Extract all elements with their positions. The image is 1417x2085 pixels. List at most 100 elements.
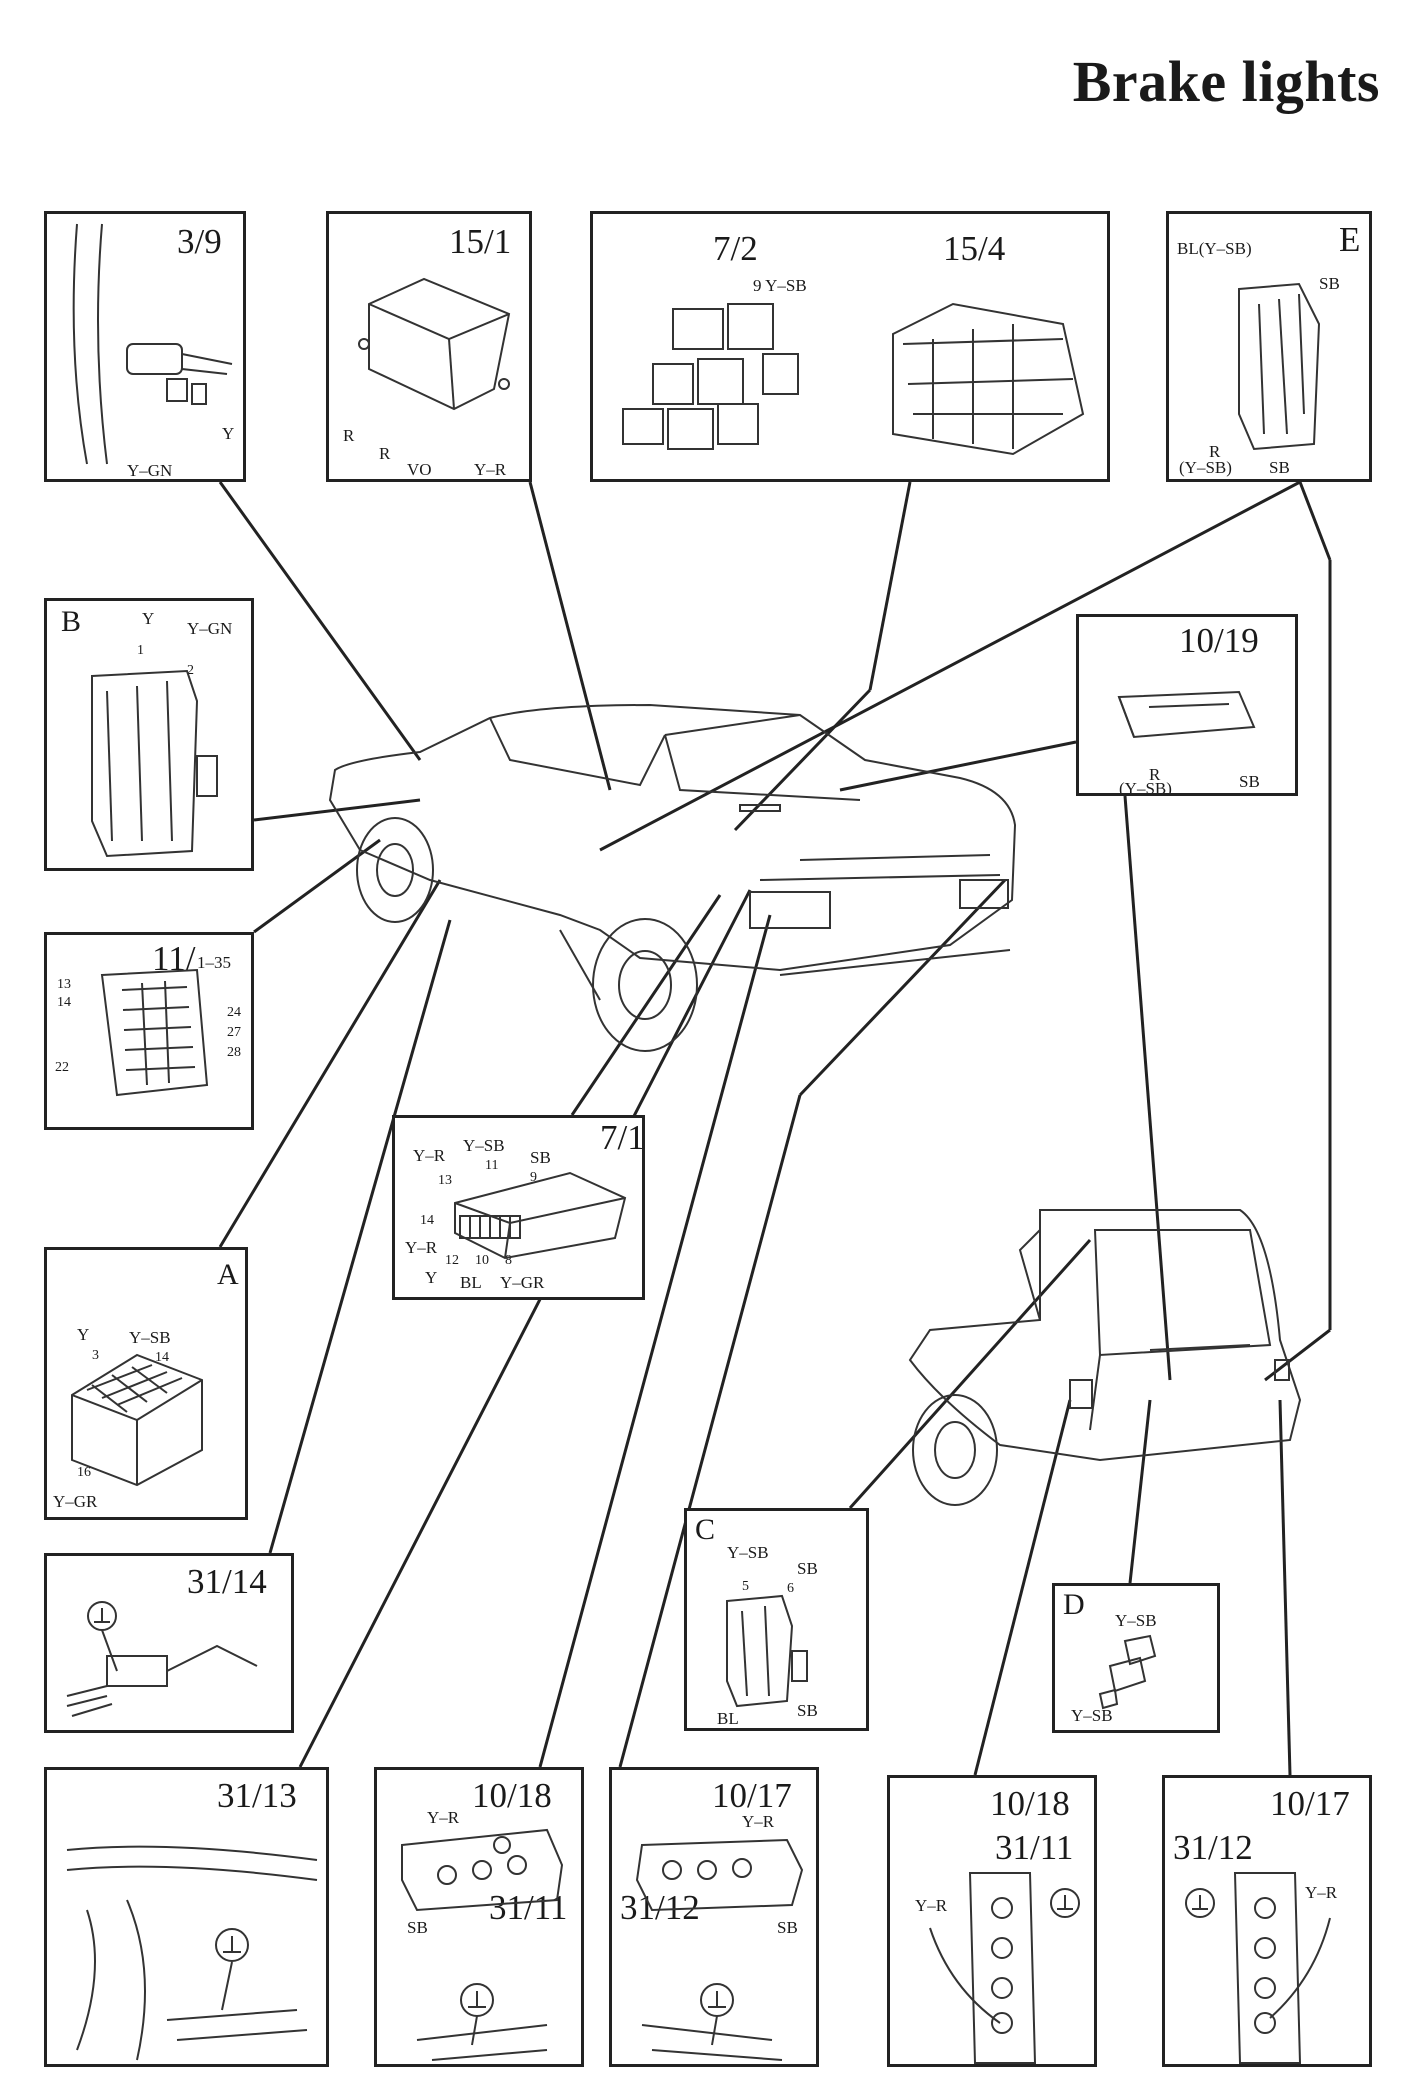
pin-number: 2 (187, 663, 194, 678)
leader-line (570, 894, 722, 1116)
panel-code: 10/19 (1179, 621, 1259, 660)
wire-label: Y (142, 609, 155, 628)
panel-code: C (695, 1513, 716, 1546)
connector-7-1-illustration (454, 1171, 627, 1260)
wire-label: Y–R (427, 1808, 460, 1827)
panel-10-18-right: 10/18 31/11 Y–R (887, 1775, 1097, 2067)
leader-line (1278, 1399, 1292, 1776)
leader-line (868, 481, 912, 691)
panel-15-1: 15/1 R R VO Y–R (326, 211, 532, 482)
leader-line (528, 481, 612, 791)
panel-code: 15/4 (943, 229, 1006, 268)
panel-code: 7/1 (600, 1118, 645, 1157)
wire-label: Y–SB (1115, 1611, 1157, 1630)
pin-number: 16 (77, 1465, 91, 1480)
wire-label: SB (797, 1559, 818, 1578)
leader-line (1128, 1399, 1152, 1584)
panel-7-2-15-4: 7/2 15/4 9 Y–SB (590, 211, 1110, 482)
wire-label: (Y–SB) (1179, 458, 1232, 477)
wire-label: R (1149, 765, 1161, 784)
ground-code: 31/11 (995, 1828, 1074, 1867)
tail-light-10-18-rear-view-illustration (929, 1872, 1080, 2064)
wire-label: VO (407, 460, 432, 479)
wire-label: Y–SB (727, 1543, 769, 1562)
connector-e-illustration (1238, 282, 1321, 451)
connector-b-illustration (91, 669, 218, 858)
fuse-number: 28 (227, 1045, 241, 1060)
panel-31-14: 31/14 (44, 1553, 294, 1733)
pin-number: 10 (475, 1253, 489, 1268)
panel-code: 3/9 (177, 222, 222, 261)
relay-module-illustration (358, 277, 511, 411)
ground-point-illustration (66, 1601, 258, 1717)
panel-10-18-left: 10/18 Y–R 31/11 SB (374, 1767, 584, 2067)
tail-light-10-17-illustration (635, 1838, 804, 2061)
panel-c: C Y–SB SB 5 6 BL SB (684, 1508, 869, 1731)
wire-label: Y (222, 424, 235, 443)
relay-and-fuse-box-illustration (622, 302, 1085, 456)
wire-label: SB (1269, 458, 1290, 477)
leader-line (253, 838, 381, 934)
wire-label: Y–R (1305, 1883, 1338, 1902)
panel-a: A Y Y–SB 3 14 16 Y–GR (44, 1247, 248, 1520)
wire-label: R (379, 444, 391, 463)
wire-label: SB (797, 1701, 818, 1720)
wire-label: BL (460, 1273, 482, 1292)
leader-line (1123, 795, 1172, 1381)
leader-line (1298, 481, 1332, 561)
ground-code: 31/12 (1173, 1828, 1253, 1867)
fuse-number: 24 (227, 1005, 241, 1020)
wire-label: SB (407, 1918, 428, 1937)
fuse-range: 1–35 (197, 953, 231, 972)
wire-label: 9 Y–SB (753, 276, 807, 295)
fuse-number: 14 (57, 995, 71, 1010)
leader-line (839, 740, 1077, 792)
leader-line (253, 798, 421, 822)
tail-light-10-18-illustration (401, 1828, 564, 2061)
panel-10-19: 10/19 R (Y–SB) SB (1076, 614, 1298, 796)
wire-label: Y–R (915, 1896, 948, 1915)
fuse-number: 13 (57, 977, 71, 992)
fuse-box-illustration (100, 968, 209, 1097)
panel-31-13: 31/13 (44, 1767, 329, 2067)
panel-code: D (1063, 1588, 1085, 1621)
wire-label: SB (530, 1148, 551, 1167)
panel-code: 10/17 (712, 1776, 792, 1815)
panel-code: A (217, 1258, 239, 1291)
panel-d: D Y–SB Y–SB (1052, 1583, 1220, 1733)
pin-number: 1 (137, 643, 144, 658)
pin-number: 8 (505, 1253, 512, 1268)
panel-7-1: 7/1 Y–R Y–SB SB 13 11 9 14 Y–R 12 10 8 Y… (392, 1115, 645, 1300)
brake-light-switch-illustration (72, 223, 233, 465)
fuse-number: 22 (55, 1060, 69, 1075)
wire-label: Y (77, 1325, 90, 1344)
high-mounted-brake-light-illustration (1117, 690, 1256, 739)
fuse-number: 27 (227, 1025, 241, 1040)
pin-number: 14 (420, 1213, 434, 1228)
wire-label: BL(Y–SB) (1177, 239, 1252, 258)
panel-11: 11/ 1–35 13 14 24 27 28 22 (44, 932, 254, 1130)
wire-label: BL (717, 1709, 739, 1728)
panel-code: 10/17 (1270, 1784, 1350, 1823)
pin-number: 13 (438, 1173, 452, 1188)
panel-code: 10/18 (990, 1784, 1070, 1823)
leader-line (848, 1238, 1092, 1510)
panel-code: E (1339, 220, 1361, 259)
ground-code: 31/11 (489, 1888, 568, 1927)
connector-d-illustration (1098, 1634, 1157, 1710)
ground-code: 31/12 (620, 1888, 700, 1927)
wire-label: Y–R (405, 1238, 438, 1257)
wire-label: Y–SB (129, 1328, 171, 1347)
wire-label: Y–SB (463, 1136, 505, 1155)
wire-label: Y–R (742, 1812, 775, 1831)
wire-label: R (343, 426, 355, 445)
wire-label: SB (1319, 274, 1340, 293)
leader-line (1264, 1328, 1331, 1382)
connector-a-illustration (71, 1353, 203, 1487)
tail-light-10-17-rear-view-illustration (1185, 1872, 1331, 2064)
wire-label: Y–GR (500, 1273, 545, 1292)
leader-line (733, 688, 872, 832)
wire-label: (Y–SB) (1119, 779, 1172, 796)
page-title: Brake lights (1072, 49, 1380, 114)
panel-code: 15/1 (449, 222, 512, 261)
